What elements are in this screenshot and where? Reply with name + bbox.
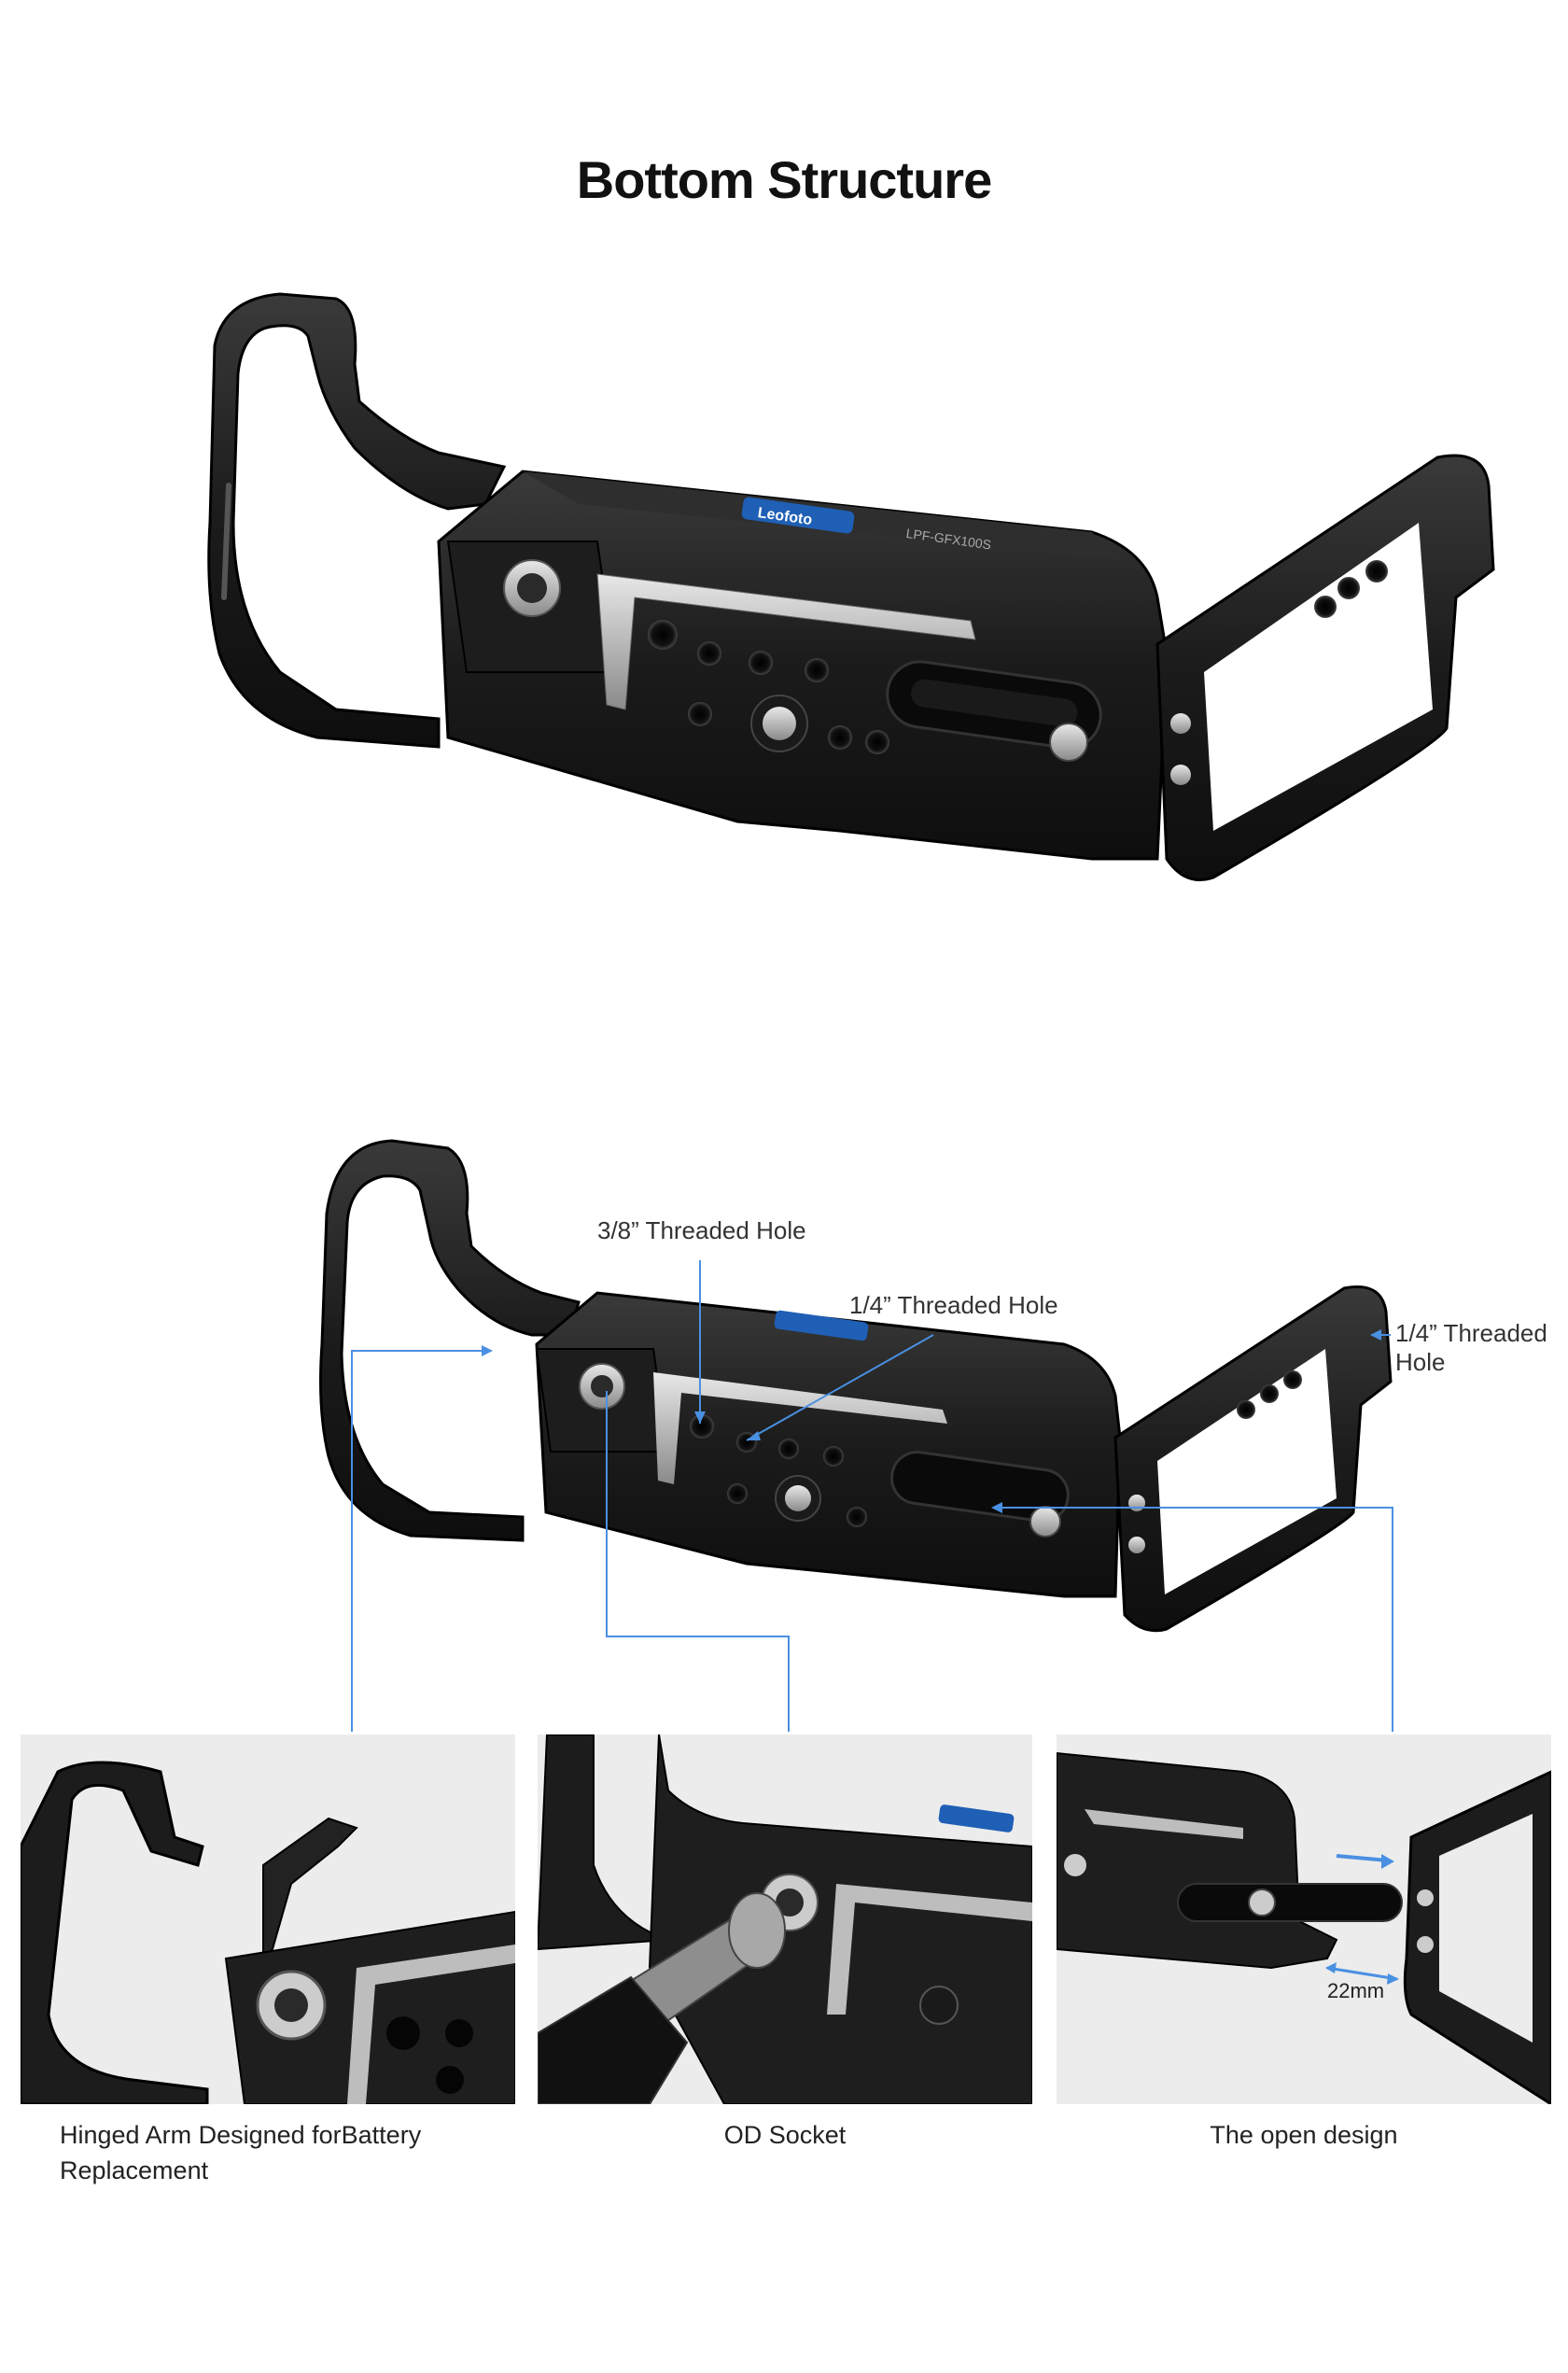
caption-hinged-arm: Hinged Arm Designed forBattery Replaceme… <box>60 2121 422 2184</box>
page-title: Bottom Structure <box>576 150 992 209</box>
caption-od-socket: OD Socket <box>723 2121 847 2149</box>
callout-3-8-threaded-hole: 3/8” Threaded Hole <box>597 1216 806 1244</box>
open-design-illustration <box>1057 1751 1551 2104</box>
hinged-arm-illustration <box>21 1761 515 2104</box>
callout-arrowheads <box>482 1329 1381 1513</box>
od-socket-illustration <box>538 1734 1032 2104</box>
callout-1-4-threaded-hole-side: 1/4” Threaded Hole <box>1395 1319 1547 1376</box>
callout-1-4-threaded-hole-center: 1/4” Threaded Hole <box>849 1291 1058 1319</box>
bracket-callout-view <box>319 1139 1393 1633</box>
detail-panel-od-socket <box>538 1734 1032 2104</box>
dimension-label: 22mm <box>1327 1979 1385 2002</box>
bracket-top-view: Leofoto LPF-GFX100S <box>207 292 1495 881</box>
detail-panel-open-design: 22mm <box>1057 1734 1551 2104</box>
detail-panel-hinged-arm <box>21 1734 515 2104</box>
callout-lines <box>351 1260 1393 1732</box>
caption-open-design: The open design <box>1210 2121 1398 2149</box>
